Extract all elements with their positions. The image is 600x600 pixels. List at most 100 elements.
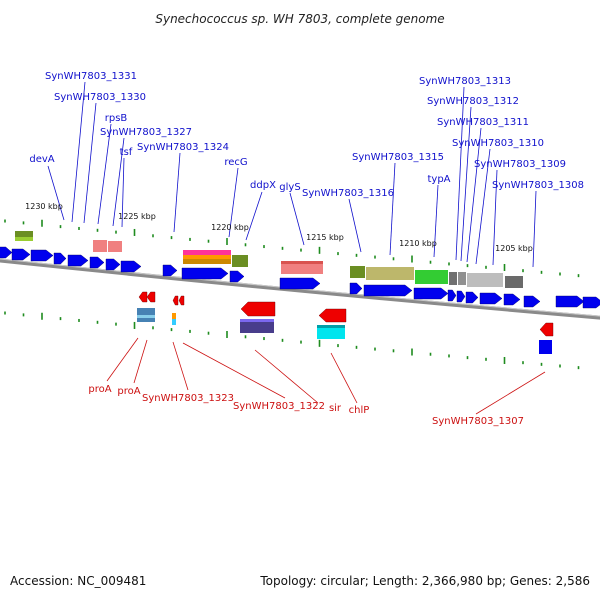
- tick-mark: [41, 219, 43, 227]
- tick-mark: [133, 228, 136, 236]
- cds-forward-arrow: [181, 267, 229, 280]
- leader-line: [455, 86, 465, 261]
- tick-mark: [540, 362, 543, 366]
- tick-mark: [189, 329, 191, 333]
- tick-mark: [355, 345, 358, 349]
- tick-mark: [59, 317, 62, 321]
- cds-reverse-arrow: [172, 295, 179, 306]
- leader-line: [492, 169, 498, 266]
- leader-line: [172, 341, 189, 391]
- cds-reverse-arrow: [178, 295, 185, 306]
- gene-label-forward: SynWH7803_1330: [54, 92, 146, 103]
- tick-mark: [133, 321, 136, 329]
- tick-mark: [96, 320, 99, 324]
- tick-mark: [448, 354, 450, 358]
- leader-line: [182, 342, 286, 399]
- gene-label-forward: SynWH7803_1312: [427, 96, 519, 107]
- accession-text: Accession: NC_009481: [10, 574, 147, 588]
- tick-mark: [466, 356, 469, 360]
- tick-mark: [577, 366, 580, 370]
- tick-mark: [466, 264, 469, 268]
- tick-mark: [300, 248, 302, 252]
- gene-label-forward: SynWH7803_1331: [45, 71, 137, 82]
- tick-mark: [411, 348, 413, 356]
- gene-label-forward: SynWH7803_1313: [419, 76, 511, 87]
- feature-bar-gray: [458, 272, 466, 285]
- tick-mark: [448, 262, 450, 266]
- tick-mark: [59, 225, 62, 229]
- tick-mark: [170, 328, 173, 332]
- gene-label-forward: SynWH7803_1308: [492, 180, 584, 191]
- gene-label-reverse: sir: [329, 403, 342, 414]
- tick-mark: [207, 239, 210, 243]
- tick-mark: [392, 257, 395, 261]
- gene-label-reverse: chlP: [349, 405, 370, 416]
- tick-mark: [244, 335, 247, 339]
- cds-forward-arrow: [523, 295, 541, 308]
- map-title: Synechococcus sp. WH 7803, complete geno…: [155, 12, 444, 26]
- leader-line: [466, 127, 482, 263]
- scale-label: 1215 kbp: [306, 233, 344, 242]
- cds-reverse-arrow: [539, 322, 554, 337]
- tick-mark: [281, 338, 284, 342]
- cds-forward-arrow: [279, 277, 321, 290]
- tick-mark: [559, 364, 561, 368]
- cds-reverse-arrow: [138, 291, 148, 303]
- leader-line: [289, 192, 305, 246]
- feature-bar-gray: [449, 272, 457, 285]
- cds-forward-arrow: [11, 248, 31, 261]
- upper-tick-track: [4, 219, 580, 278]
- tick-mark: [577, 274, 580, 278]
- feature-bar-khaki: [366, 267, 414, 280]
- cds-forward-arrow: [0, 246, 13, 259]
- cds-reverse-arrow: [240, 301, 276, 317]
- gene-label-reverse: proA: [117, 386, 140, 397]
- gene-label-forward: SynWH7803_1311: [437, 117, 529, 128]
- gene-label-forward: SynWH7803_1315: [352, 152, 444, 163]
- tick-mark: [115, 322, 117, 326]
- tick-mark: [152, 326, 154, 330]
- gene-label-forward: SynWH7803_1316: [302, 188, 394, 199]
- leader-line: [460, 106, 472, 262]
- feature-bar-olive: [232, 255, 248, 267]
- cds-forward-arrow: [229, 270, 245, 283]
- feature-track: [0, 231, 600, 354]
- tick-mark: [522, 361, 524, 365]
- gene-label-forward: SynWH7803_1324: [137, 142, 229, 153]
- tick-mark: [22, 221, 25, 225]
- tick-mark: [503, 356, 506, 364]
- feature-bar-olive: [350, 266, 365, 278]
- feature-bar-slateblue-top: [240, 319, 274, 322]
- feature-bar-pink: [281, 261, 323, 274]
- leader-line: [133, 339, 148, 384]
- leader-line: [121, 157, 125, 228]
- gene-label-forward: rpsB: [105, 113, 128, 124]
- tick-mark: [485, 265, 487, 269]
- tick-mark: [374, 255, 376, 259]
- label-leader-lines: [47, 81, 546, 415]
- feature-bar-olive-light: [15, 237, 33, 241]
- cds-forward-arrow: [555, 295, 585, 308]
- tick-mark: [355, 253, 358, 257]
- feature-bar-orange: [183, 255, 231, 259]
- feature-bar-pink: [93, 240, 107, 252]
- tick-mark: [429, 260, 432, 264]
- gene-label-forward: ddpX: [250, 180, 276, 191]
- cds-forward-arrow: [30, 249, 54, 262]
- gene-label-forward: SynWH7803_1309: [474, 159, 566, 170]
- tick-mark: [207, 331, 210, 335]
- tick-mark: [263, 245, 265, 249]
- feature-bar-pink-top: [281, 261, 323, 264]
- scale-label: 1210 kbp: [399, 239, 437, 248]
- topology-text: Topology: circular; Length: 2,366,980 bp…: [260, 574, 590, 588]
- gene-label-forward: glyS: [279, 182, 300, 193]
- tick-mark: [78, 318, 80, 322]
- tick-mark: [244, 243, 247, 247]
- tick-mark: [300, 340, 302, 344]
- leader-line: [112, 137, 125, 227]
- feature-bar-lightgray: [467, 273, 503, 287]
- tick-mark: [4, 311, 6, 315]
- feature-bar-blue: [539, 340, 552, 354]
